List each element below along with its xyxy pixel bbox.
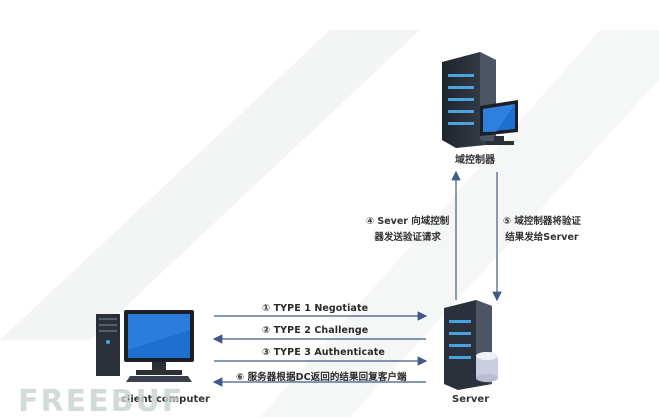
- note-step-5: ⑤ 域控制器将验证 结果发给Server: [503, 216, 581, 243]
- message-6: ⑥ 服务器根据DC返回的结果回复客户端: [236, 372, 407, 383]
- domain-controller-label: 域控制器: [455, 155, 495, 166]
- note-step-4: ④ Sever 向域控制 器发送验证请求: [366, 216, 450, 243]
- message-3: ③ TYPE 3 Authenticate: [262, 347, 385, 358]
- client-computer-label: client computer: [121, 394, 210, 405]
- message-2: ② TYPE 2 Challenge: [262, 325, 369, 336]
- domain-controller-icon: [442, 52, 518, 148]
- server-icon: [444, 300, 498, 390]
- server-label: Server: [452, 394, 490, 405]
- watermark-logo: FREEBUF: [18, 384, 185, 419]
- client-computer-icon: [96, 310, 194, 382]
- message-1: ① TYPE 1 Negotiate: [262, 303, 369, 314]
